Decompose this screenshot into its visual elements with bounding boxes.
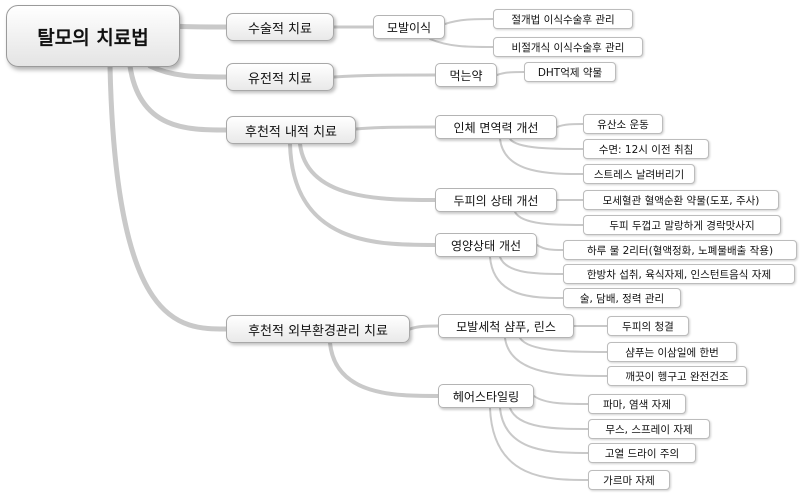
leaf-incision-aftercare[interactable]: 절개법 이식수술후 관리 <box>493 9 633 29</box>
sub-immunity[interactable]: 인체 면역력 개선 <box>435 115 557 139</box>
link-style-l1 <box>509 407 589 430</box>
sub-oral-medication[interactable]: 먹는약 <box>435 63 497 87</box>
leaf-non-incision-aftercare[interactable]: 비절개식 이식수술후 관리 <box>493 37 643 57</box>
link-shampoo-l1 <box>519 337 608 353</box>
link-external-shampoo <box>408 324 440 331</box>
leaf-alcohol-tobacco[interactable]: 술, 담배, 정력 관리 <box>563 288 681 308</box>
link-internal-scalp <box>298 142 437 202</box>
leaf-sleep-before-12[interactable]: 수면: 12시 이전 취침 <box>583 139 709 159</box>
link-internal-immunity <box>354 125 437 131</box>
leaf-scalp-cleanliness[interactable]: 두피의 청결 <box>607 316 689 336</box>
link-genetic-oral <box>332 73 437 79</box>
leaf-diet-habits[interactable]: 한방차 섭취, 육식자제, 인스턴트음식 자제 <box>563 264 795 284</box>
link-nutrition-l2 <box>489 256 564 299</box>
branch-acquired-internal[interactable]: 후천적 내적 치료 <box>226 116 356 144</box>
link-style-l0 <box>533 395 589 405</box>
sub-hairstyling[interactable]: 헤어스타일링 <box>438 384 534 408</box>
link-oral-l0 <box>496 71 525 76</box>
leaf-part-line-limit[interactable]: 가르마 자제 <box>588 470 670 490</box>
link-immunity-l1 <box>509 138 584 150</box>
link-transplant-l0 <box>444 18 494 25</box>
sub-nutrition[interactable]: 영양상태 개선 <box>435 233 537 257</box>
link-style-l3 <box>489 407 589 481</box>
link-root-internal <box>127 63 229 133</box>
leaf-hot-dryer-caution[interactable]: 고열 드라이 주의 <box>588 443 696 463</box>
leaf-perm-dye-limit[interactable]: 파마, 염색 자제 <box>588 394 686 414</box>
link-style-l2 <box>499 407 589 454</box>
link-scalp-l1 <box>514 211 584 226</box>
branch-acquired-external[interactable]: 후천적 외부환경관리 치료 <box>226 315 410 343</box>
sub-scalp-condition[interactable]: 두피의 상태 개선 <box>435 188 557 212</box>
leaf-water-intake[interactable]: 하루 물 2리터(혈액정화, 노폐물배출 작용) <box>563 240 797 260</box>
link-nutrition-l1 <box>499 256 564 275</box>
link-root-genetic <box>147 63 229 80</box>
link-transplant-l1 <box>429 38 494 48</box>
leaf-capillary-medication[interactable]: 모세혈관 혈액순환 약물(도포, 주사) <box>583 190 779 210</box>
leaf-stress-relief[interactable]: 스트레스 날려버리기 <box>583 164 695 184</box>
link-immunity-l2 <box>499 138 584 175</box>
sub-shampoo-rinse[interactable]: 모발세척 샴푸, 린스 <box>438 314 574 338</box>
link-shampoo-l2 <box>504 337 608 377</box>
leaf-dht-inhibitor[interactable]: DHT억제 약물 <box>524 62 616 82</box>
leaf-mousse-spray-limit[interactable]: 무스, 스프레이 자제 <box>588 419 710 439</box>
leaf-scalp-massage[interactable]: 두피 두껍고 말랑하게 경락맛사지 <box>583 215 781 235</box>
link-immunity-l0 <box>556 123 584 128</box>
leaf-aerobic-exercise[interactable]: 유산소 운동 <box>583 114 663 134</box>
link-external-style <box>328 341 440 398</box>
link-root-external <box>107 63 229 332</box>
leaf-rinse-dry[interactable]: 깨끗이 헹구고 완전건조 <box>607 366 747 386</box>
branch-surgical[interactable]: 수술적 치료 <box>226 13 334 41</box>
link-internal-nutrition <box>288 142 437 247</box>
root-node[interactable]: 탈모의 치료법 <box>6 5 180 67</box>
sub-hair-transplant[interactable]: 모발이식 <box>373 15 445 39</box>
leaf-shampoo-frequency[interactable]: 샴푸는 이삼일에 한번 <box>607 342 737 362</box>
branch-genetic[interactable]: 유전적 치료 <box>226 63 334 91</box>
link-nutrition-l0 <box>536 244 564 251</box>
